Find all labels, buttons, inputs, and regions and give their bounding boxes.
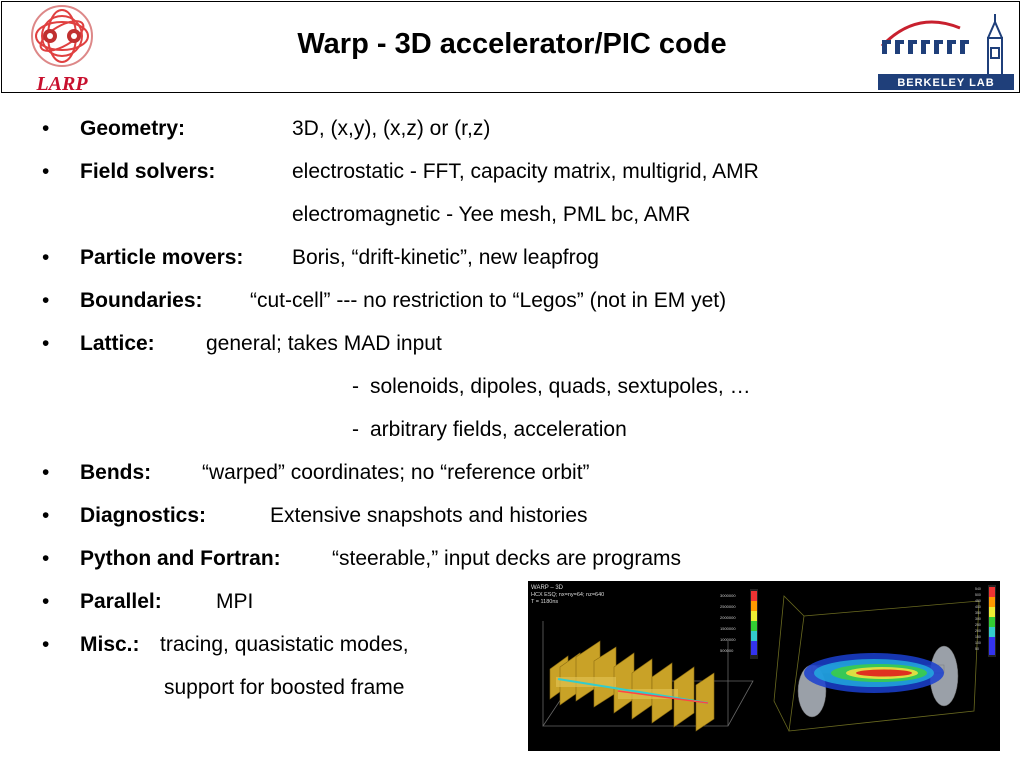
svg-text:1000000: 1000000 <box>720 637 736 642</box>
lattice-subitem: - solenoids, dipoles, quads, sextupoles,… <box>0 370 1024 404</box>
bullet-value: tracing, quasistatic modes, <box>160 633 409 656</box>
render-caption: WARP – 3D <box>531 585 564 591</box>
bullet-marker: • <box>42 289 50 312</box>
bullet-marker: • <box>42 633 50 656</box>
svg-text:2500000: 2500000 <box>720 604 736 609</box>
bullet-value: “steerable,” input decks are programs <box>332 547 681 570</box>
render-subcaption: HCX ESQ; nx=ny=64; nz=640 <box>531 592 604 598</box>
svg-text:100: 100 <box>975 641 981 645</box>
bullet-label: Boundaries: <box>80 289 203 312</box>
bullet-label: Parallel: <box>80 590 162 613</box>
larp-logo: LARP <box>31 5 93 94</box>
bullet-label: Python and Fortran: <box>80 547 281 570</box>
render-time: T = 1180ns <box>531 599 558 605</box>
header-frame <box>1 1 1020 93</box>
bullet-marker: • <box>42 117 50 140</box>
svg-text:200: 200 <box>975 629 981 633</box>
bullet-continuation: electromagnetic - Yee mesh, PML bc, AMR <box>292 203 691 226</box>
bullet-value: general; takes MAD input <box>206 332 442 355</box>
svg-text:3000000: 3000000 <box>720 593 736 598</box>
bullet-value: “cut-cell” --- no restriction to “Legos”… <box>250 289 727 312</box>
slide-title: Warp - 3D accelerator/PIC code <box>297 28 727 60</box>
subitem-text: solenoids, dipoles, quads, sextupoles, … <box>370 375 751 398</box>
svg-text:1500000: 1500000 <box>720 626 736 631</box>
bullet-marker: • <box>42 160 50 183</box>
bullet-marker: • <box>42 504 50 527</box>
bullet-label: Geometry: <box>80 117 186 140</box>
bullet-label: Bends: <box>80 461 152 484</box>
svg-text:250: 250 <box>975 623 981 627</box>
bullet-field-solvers-continuation: electromagnetic - Yee mesh, PML bc, AMR <box>0 198 1024 232</box>
color-scale-right <box>988 585 996 657</box>
svg-text:540: 540 <box>975 587 981 591</box>
bullet-python-fortran: • Python and Fortran: “steerable,” input… <box>0 542 1024 576</box>
svg-text:400: 400 <box>975 605 981 609</box>
bullet-value: electrostatic - FFT, capacity matrix, mu… <box>292 160 759 183</box>
svg-text:50: 50 <box>975 647 979 651</box>
dash-marker: - <box>352 375 359 398</box>
svg-text:500000: 500000 <box>720 648 734 653</box>
berkeley-lab-logo: BERKELEY LAB <box>878 14 1014 90</box>
svg-text:300: 300 <box>975 617 981 621</box>
bullet-lattice: • Lattice: general; takes MAD input <box>0 327 1024 361</box>
svg-text:150: 150 <box>975 635 981 639</box>
bullet-bends: • Bends: “warped” coordinates; no “refer… <box>0 456 1024 490</box>
bullet-value: 3D, (x,y), (x,z) or (r,z) <box>292 117 491 140</box>
bullet-misc-continuation: support for boosted frame <box>0 671 520 705</box>
bullet-diagnostics: • Diagnostics: Extensive snapshots and h… <box>0 499 1024 533</box>
bullet-marker: • <box>42 547 50 570</box>
bullet-marker: • <box>42 332 50 355</box>
bullet-continuation: support for boosted frame <box>164 676 405 699</box>
bullet-label: Diagnostics: <box>80 504 207 527</box>
bullet-marker: • <box>42 246 50 269</box>
bullet-boundaries: • Boundaries: “cut-cell” --- no restrict… <box>0 284 1024 318</box>
lattice-subitem: - arbitrary fields, acceleration <box>0 413 1024 447</box>
svg-text:500: 500 <box>975 593 981 597</box>
bullet-value: Boris, “drift-kinetic”, new leapfrog <box>292 246 599 269</box>
bullet-parallel: • Parallel: MPI <box>0 585 520 619</box>
color-scale-left <box>750 589 758 659</box>
svg-text:450: 450 <box>975 599 981 603</box>
bullet-misc: • Misc.: tracing, quasistatic modes, <box>0 628 520 662</box>
warp-3d-lattice-render: WARP – 3D HCX ESQ; nx=ny=64; nz=640 T = … <box>528 581 764 751</box>
bullet-particle-movers: • Particle movers: Boris, “drift-kinetic… <box>0 241 1024 275</box>
svg-text:350: 350 <box>975 611 981 615</box>
slide-header: LARP Warp - 3D accelerator/PIC code <box>0 0 1024 96</box>
svg-text:2000000: 2000000 <box>720 615 736 620</box>
bullet-label: Lattice: <box>80 332 155 355</box>
bullet-marker: • <box>42 461 50 484</box>
bullet-value: Extensive snapshots and histories <box>270 504 588 527</box>
bullet-geometry: • Geometry: 3D, (x,y), (x,z) or (r,z) <box>0 112 1024 146</box>
bullet-label: Misc.: <box>80 633 140 656</box>
berkeley-logo-text: BERKELEY LAB <box>897 77 994 89</box>
bullet-marker: • <box>42 590 50 613</box>
bullet-field-solvers: • Field solvers: electrostatic - FFT, ca… <box>0 155 1024 189</box>
subitem-text: arbitrary fields, acceleration <box>370 418 627 441</box>
larp-logo-text: LARP <box>35 73 88 94</box>
bullet-value: “warped” coordinates; no “reference orbi… <box>202 461 590 484</box>
dash-marker: - <box>352 418 359 441</box>
warp-3d-beam-render: 540 500 450 400 350 300 250 200 150 100 … <box>764 581 1000 751</box>
bullet-label: Particle movers: <box>80 246 244 269</box>
bullet-value: MPI <box>216 590 254 613</box>
bullet-label: Field solvers: <box>80 160 216 183</box>
